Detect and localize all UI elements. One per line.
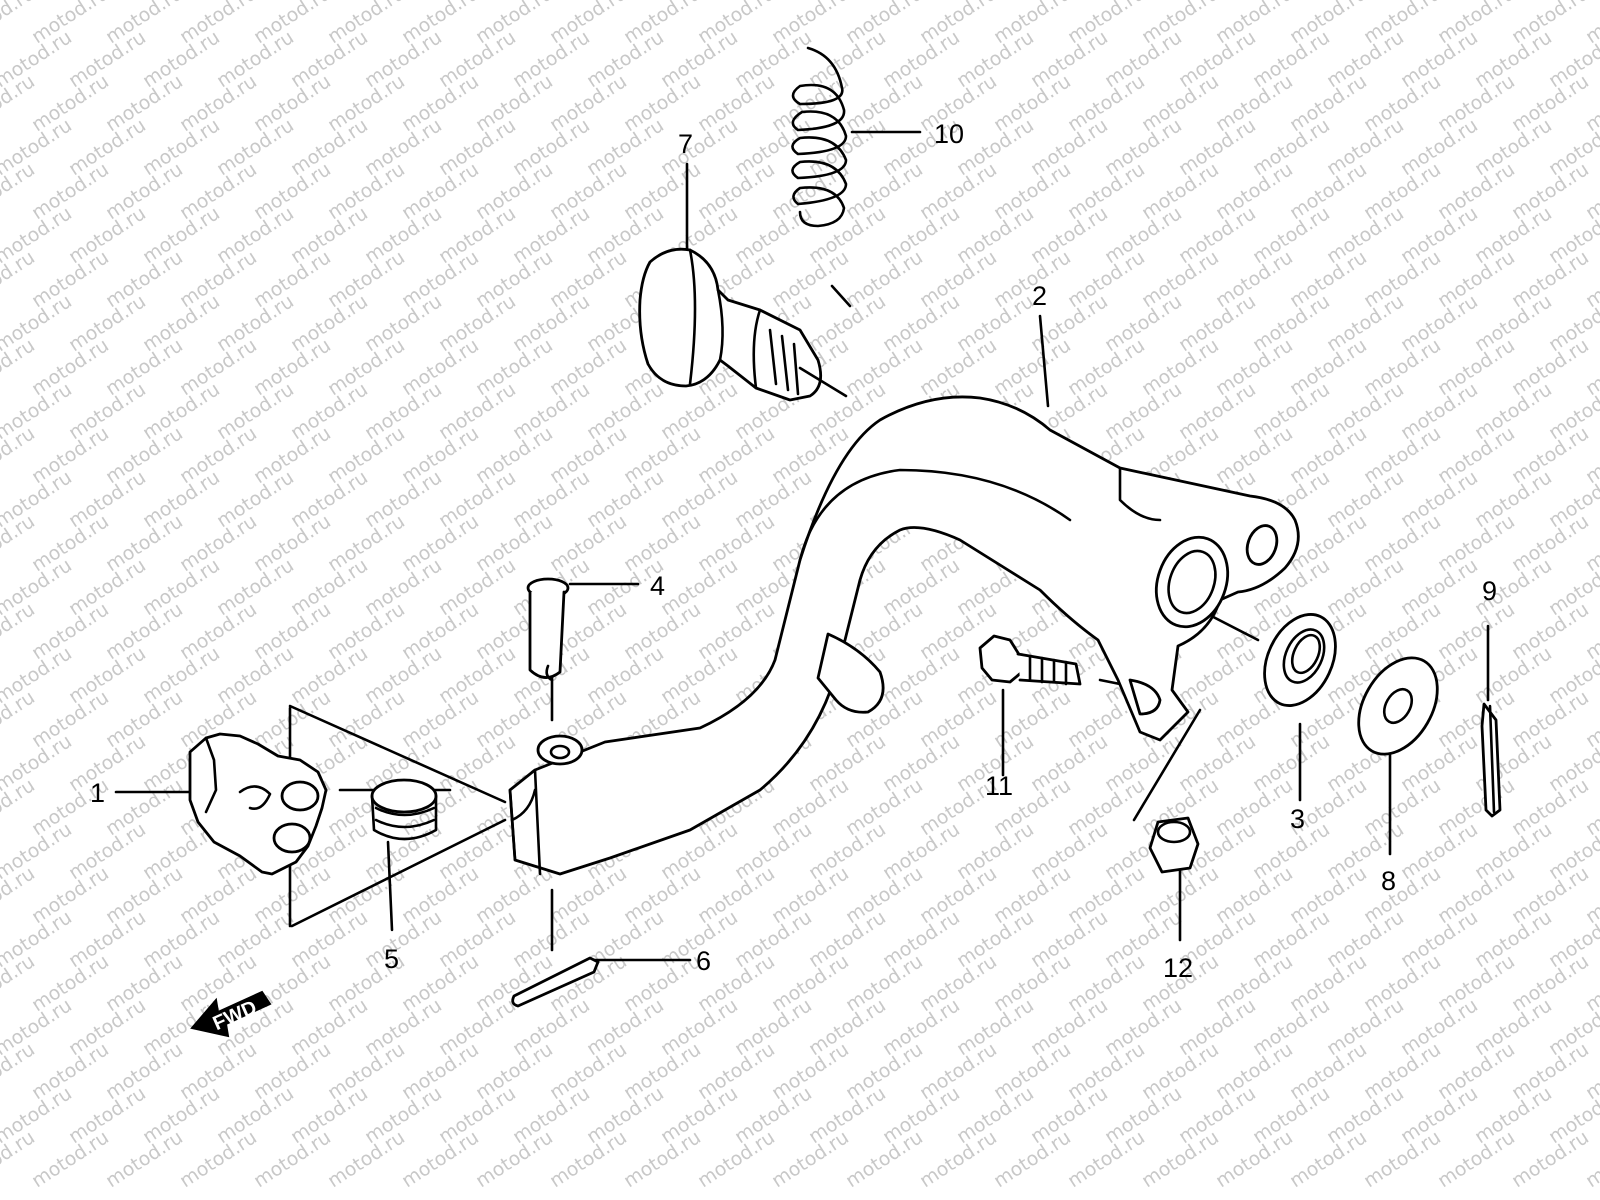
callout-7: 7 — [678, 129, 693, 159]
callout-9: 9 — [1482, 576, 1497, 606]
watermark-text: motod.ru — [0, 0, 39, 48]
callout-1: 1 — [90, 778, 105, 808]
callout-12: 12 — [1163, 953, 1193, 983]
part-clevis-pin — [526, 577, 570, 682]
callout-11: 11 — [985, 771, 1013, 801]
callout-8: 8 — [1381, 866, 1396, 896]
part-brake-pedal — [508, 395, 1300, 876]
part-cotter-pin-lower — [511, 956, 600, 1008]
part-cotter-pin-upper — [1480, 702, 1502, 818]
part-oil-seal — [1263, 613, 1337, 707]
part-return-spring — [791, 46, 848, 228]
callout-2: 2 — [1032, 281, 1047, 311]
part-bolt — [978, 634, 1082, 686]
part-nut — [1148, 816, 1200, 874]
part-spring-washer — [370, 778, 438, 841]
part-clevis — [188, 732, 328, 876]
callout-3: 3 — [1290, 804, 1305, 834]
part-pivot-bolt — [638, 247, 848, 402]
callout-4: 4 — [650, 571, 665, 601]
part-washer — [1357, 656, 1439, 756]
leader-lines — [114, 130, 1490, 962]
callout-numbers: 1 2 3 4 5 6 7 8 9 10 11 12 — [90, 119, 1497, 983]
left-down-arrow-icon — [190, 990, 272, 1038]
callout-5: 5 — [384, 944, 399, 974]
callout-6: 6 — [696, 946, 711, 976]
callout-10: 10 — [934, 119, 964, 149]
